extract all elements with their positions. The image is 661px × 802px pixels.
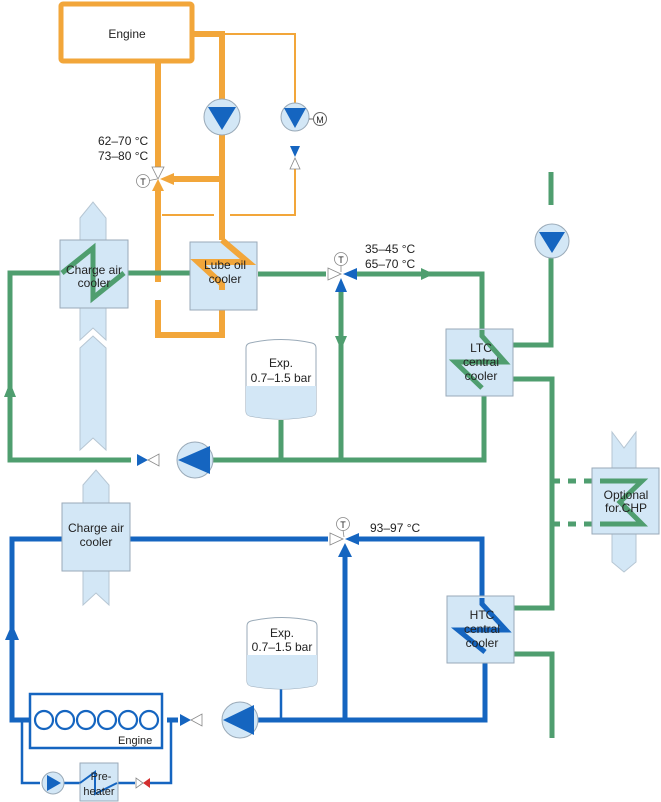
preheater-label-2: heater xyxy=(83,786,115,798)
flow-arrow-up xyxy=(4,382,16,397)
lt-check-valve xyxy=(137,453,160,467)
flow-arrow-down xyxy=(335,336,347,350)
chp-air-path xyxy=(611,430,637,573)
ht-thermostat-valve: T xyxy=(329,517,359,557)
htc-label-3: cooler xyxy=(466,636,499,650)
ht-circulation-pump xyxy=(221,701,259,739)
lt-thermostat-valve: T xyxy=(327,252,357,292)
ht-engine: Engine xyxy=(28,692,164,750)
lube-temp-2: 73–80 °C xyxy=(98,149,149,163)
preheater-label-1: Pre- xyxy=(91,771,112,783)
lt-expansion-tank: Exp. 0.7–1.5 bar xyxy=(245,339,317,420)
ht-thermostat-symbol: T xyxy=(340,520,346,530)
ht-exp-label-2: 0.7–1.5 bar xyxy=(252,640,313,654)
htc-label-2: central xyxy=(464,622,500,636)
ht-cac-label-1: Charge air xyxy=(68,521,124,535)
chp-label-1: Optional xyxy=(604,488,649,502)
high-temp-circuit xyxy=(9,536,488,785)
lt-cac-label-2: cooler xyxy=(78,276,111,290)
lube-check-valve xyxy=(289,146,301,170)
lt-exp-label-1: Exp. xyxy=(269,356,293,370)
ltc-label-1: LTC xyxy=(470,341,492,355)
lube-thermostat-valve: T xyxy=(136,166,174,191)
external-cooling-pump xyxy=(534,223,570,259)
ht-check-valve xyxy=(180,713,203,727)
motor-driven-pump: M xyxy=(280,102,327,132)
lube-oil-pump xyxy=(203,98,241,136)
thermostat-symbol: T xyxy=(140,177,146,187)
ht-engine-label: Engine xyxy=(118,735,152,747)
lt-thermostat-symbol: T xyxy=(338,255,344,265)
lube-oil-cooler: Lube oil cooler xyxy=(189,237,258,311)
lt-temp-1: 35–45 °C xyxy=(365,242,416,256)
optional-chp-exchanger: Optional for.CHP xyxy=(591,467,660,535)
htc-label-1: HTC xyxy=(470,608,495,622)
lt-cac-label-1: Charge air xyxy=(66,263,122,277)
loc-label-1: Lube oil xyxy=(204,258,246,272)
ht-exp-label-1: Exp. xyxy=(270,626,294,640)
charge-air-path-upper xyxy=(79,201,107,452)
ht-temp: 93–97 °C xyxy=(370,521,421,535)
htc-central-cooler: HTC central cooler xyxy=(446,595,515,664)
chp-label-2: for.CHP xyxy=(605,501,647,515)
hot-flow-arrow-up xyxy=(5,624,19,640)
ht-expansion-tank: Exp. 0.7–1.5 bar xyxy=(246,617,318,690)
lt-circulation-pump xyxy=(176,441,214,479)
preheater-check-valve xyxy=(135,777,150,789)
ltc-central-cooler: LTC central cooler xyxy=(445,328,514,397)
lube-engine-label: Engine xyxy=(108,27,146,41)
lt-temp-2: 65–70 °C xyxy=(365,257,416,271)
preheater-pump xyxy=(41,771,65,795)
ht-charge-air-cooler: Charge air cooler xyxy=(61,502,131,572)
flow-arrow-right xyxy=(421,268,434,280)
lt-exp-label-2: 0.7–1.5 bar xyxy=(251,371,312,385)
ht-cac-label-2: cooler xyxy=(80,535,113,549)
ltc-label-3: cooler xyxy=(465,369,498,383)
preheater: Pre- heater xyxy=(79,762,119,802)
engine-cylinders xyxy=(33,709,160,731)
loc-label-2: cooler xyxy=(209,272,242,286)
ltc-label-2: central xyxy=(463,355,499,369)
lube-temp-1: 62–70 °C xyxy=(98,134,149,148)
lt-charge-air-cooler: Charge air cooler xyxy=(59,239,129,309)
motor-symbol: M xyxy=(316,115,324,125)
